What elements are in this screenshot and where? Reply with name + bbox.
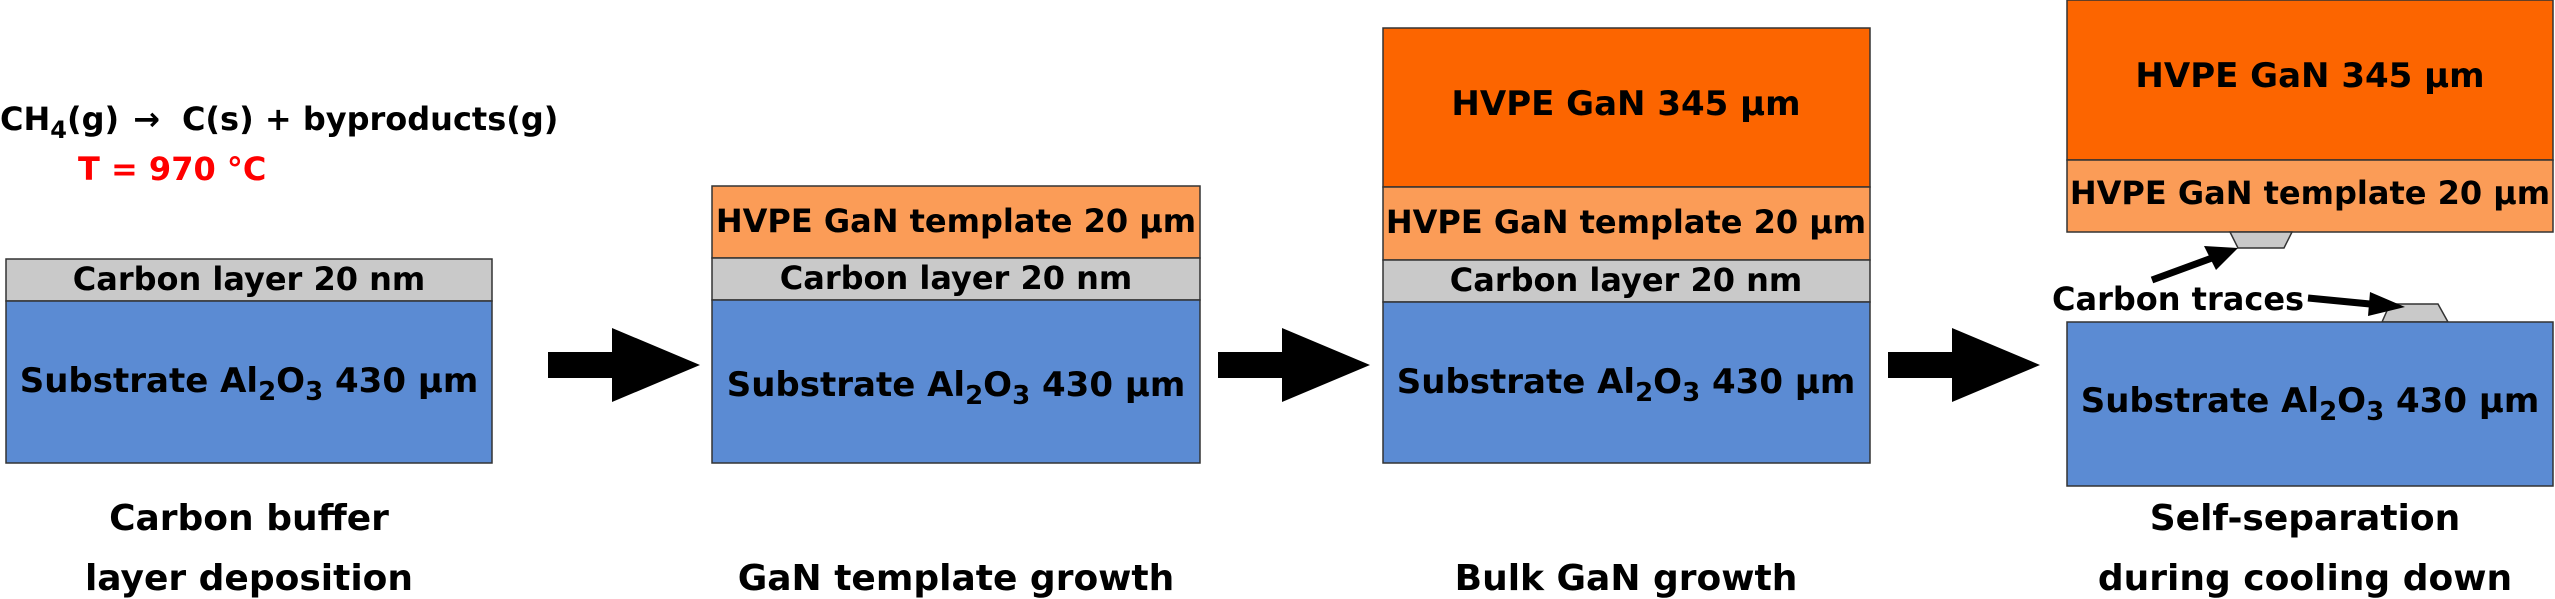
carbon-layer-label: Carbon layer 20 nm xyxy=(1450,261,1803,299)
gan-bulk-label: HVPE GaN 345 μm xyxy=(1451,84,1800,124)
substrate-label: Substrate Al2O3 430 μm xyxy=(20,361,479,407)
gan-bulk-layer xyxy=(1382,27,1871,188)
temperature-label: T = 970 °C xyxy=(78,150,266,188)
carbon-trace-top xyxy=(2228,231,2294,249)
gan-bulk-label: HVPE GaN 345 μm xyxy=(2135,56,2484,96)
carbon-traces-pointer-top xyxy=(2150,254,2214,284)
svg-text:CH4(g)→C(s) + byproducts(g): CH4(g) → C(s) + byproducts(g) xyxy=(0,100,558,144)
substrate-layer xyxy=(5,300,493,464)
step-4-stack: HVPE GaN 345 μm HVPE GaN template 20 μm … xyxy=(2052,0,2554,487)
step-3-caption-line2: Bulk GaN growth xyxy=(1455,558,1798,599)
carbon-layer-label: Carbon layer 20 nm xyxy=(780,259,1133,297)
carbon-traces-pointer-bottom xyxy=(2307,294,2371,308)
substrate-layer xyxy=(2066,321,2554,487)
reaction-equation: CH4(g) → C(s) + byproducts(g) T = 970 °C xyxy=(0,100,558,188)
carbon-layer xyxy=(1382,259,1871,303)
carbon-traces-label: Carbon traces xyxy=(2052,280,2304,318)
reaction-lhs-subscript: 4 xyxy=(50,116,67,144)
substrate-label: Substrate Al2O3 430 μm xyxy=(2081,381,2540,427)
substrate-label: Substrate Al2O3 430 μm xyxy=(727,365,1186,411)
gan-template-label: HVPE GaN template 20 μm xyxy=(2070,174,2550,212)
gan-bulk-layer xyxy=(2066,0,2554,161)
step-1-caption-line2: layer deposition xyxy=(85,558,413,599)
step-2-stack: HVPE GaN template 20 μm Carbon layer 20 … xyxy=(711,185,1201,464)
pointer-head-top xyxy=(2204,246,2238,270)
gan-template-label: HVPE GaN template 20 μm xyxy=(716,202,1196,240)
step-4-caption-line2: during cooling down xyxy=(2098,558,2512,599)
gan-template-label: HVPE GaN template 20 μm xyxy=(1386,203,1866,241)
reaction-lhs-state: (g) xyxy=(67,100,119,138)
step-2-caption-line2: GaN template growth xyxy=(738,558,1175,599)
reaction-lhs: CH xyxy=(0,100,50,138)
process-arrow-1 xyxy=(548,328,700,402)
reaction-rhs: C(s) + byproducts(g) xyxy=(182,100,558,138)
gan-template-layer xyxy=(711,185,1201,259)
carbon-layer xyxy=(711,257,1201,301)
step-4-caption-line1: Self-separation xyxy=(2150,498,2461,539)
substrate-layer xyxy=(711,299,1201,464)
reaction-arrow: → xyxy=(133,100,160,138)
step-1-caption-line1: Carbon buffer xyxy=(109,498,389,539)
process-arrow-3 xyxy=(1888,328,2040,402)
carbon-layer-label: Carbon layer 20 nm xyxy=(73,260,426,298)
pointer-head-bottom xyxy=(2368,292,2405,316)
carbon-layer xyxy=(5,258,493,302)
process-arrow-2 xyxy=(1218,328,1370,402)
gan-template-layer xyxy=(2066,159,2554,233)
substrate-layer xyxy=(1382,301,1871,464)
substrate-label: Substrate Al2O3 430 μm xyxy=(1397,362,1856,408)
step-1-stack: Carbon layer 20 nm Substrate Al2O3 430 μ… xyxy=(5,258,493,464)
step-3-stack: HVPE GaN 345 μm HVPE GaN template 20 μm … xyxy=(1382,27,1871,464)
